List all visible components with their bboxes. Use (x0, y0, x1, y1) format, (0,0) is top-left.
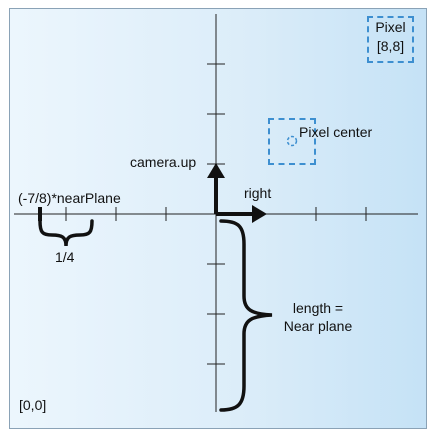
origin-label: [0,0] (19, 397, 47, 413)
camera-up-arrow (207, 163, 225, 214)
pixel-center-marker (286, 135, 298, 147)
right-label: right (244, 185, 272, 201)
diagram-panel (9, 8, 427, 429)
pixel-center-box (268, 118, 316, 165)
horizontal-axis-ticks (65, 207, 367, 221)
length-label-line1: length = (292, 300, 344, 316)
pixel-label-top: Pixel (375, 19, 406, 35)
pixel-8-8-box (367, 16, 414, 63)
near-plane-offset-label: (-7/8)*nearPlane (18, 190, 121, 206)
pixel-label-bottom: [8,8] (376, 38, 405, 54)
pixel-center-label: Pixel center (299, 124, 373, 140)
camera-up-label: camera.up (130, 154, 197, 170)
right-arrow (216, 205, 267, 223)
quarter-brace (38, 219, 94, 247)
length-label-line2: Near plane (283, 318, 353, 334)
quarter-label: 1/4 (55, 249, 75, 265)
length-label: length = Near plane (276, 300, 360, 334)
near-plane-brace (219, 219, 273, 412)
pixel-8-8-label: Pixel [8,8] (367, 18, 414, 56)
